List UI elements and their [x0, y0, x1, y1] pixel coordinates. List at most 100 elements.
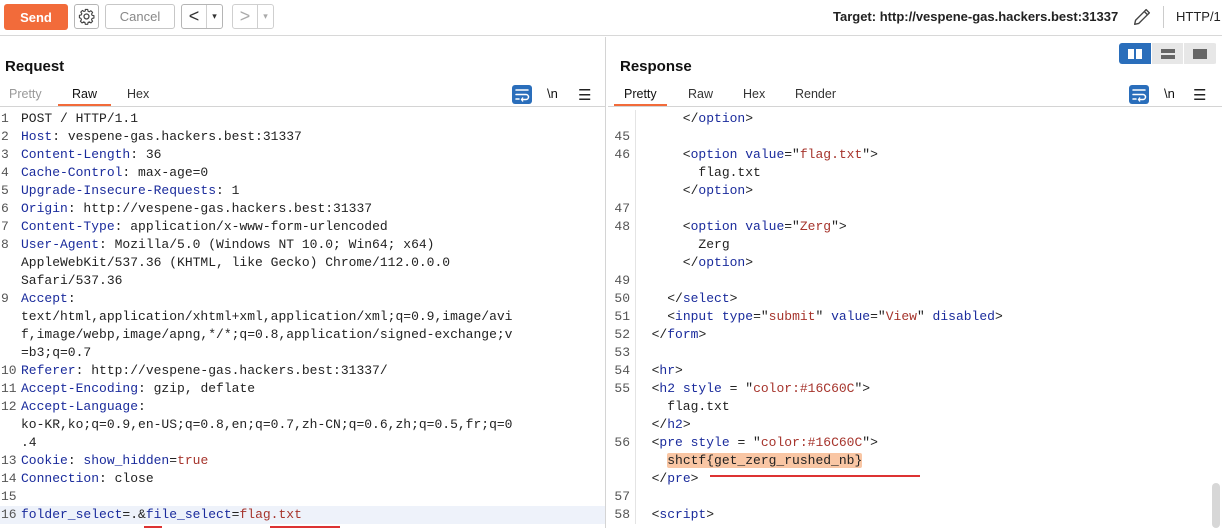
code-token: =" — [784, 147, 800, 162]
http-version-label[interactable]: HTTP/1 — [1176, 9, 1221, 24]
response-code-line: 48 <option value="Zerg"> — [608, 218, 1222, 236]
layout-side-by-side-button[interactable] — [1119, 43, 1151, 64]
line-text: Origin: http://vespene-gas.hackers.best:… — [15, 200, 372, 218]
request-menu-icon[interactable]: ☰ — [578, 87, 592, 104]
request-code-line: =b3;q=0.7 — [0, 344, 605, 362]
response-code-line: 47 — [608, 200, 1222, 218]
response-code-line: 58 <script> — [608, 506, 1222, 524]
code-token: Zerg — [799, 219, 832, 234]
code-token: value — [745, 219, 785, 234]
line-text: shctf{get_zerg_rushed_nb} — [636, 452, 863, 470]
flag-value-highlight: shctf{get_zerg_rushed_nb} — [667, 453, 863, 468]
code-token: disabled — [932, 309, 995, 324]
code-token: : — [67, 453, 84, 468]
code-token: > — [682, 417, 691, 432]
tab-response-pretty[interactable]: Pretty — [614, 87, 667, 106]
edit-target-pencil-icon[interactable] — [1131, 6, 1153, 28]
code-token: Referer — [21, 363, 76, 378]
code-token: < — [636, 363, 660, 378]
code-token: flag.txt — [636, 165, 761, 180]
request-code-line: f,image/webp,image/apng,*/*;q=0.8,applic… — [0, 326, 605, 344]
forward-button[interactable]: > — [239, 6, 251, 26]
line-number: 16 — [1, 507, 17, 522]
code-token: h2 — [659, 381, 676, 396]
line-number — [0, 272, 15, 290]
code-token: Zerg — [636, 237, 730, 252]
tab-response-raw[interactable]: Raw — [688, 87, 714, 101]
response-wrap-icon[interactable] — [1129, 85, 1149, 104]
response-menu-icon[interactable]: ☰ — [1193, 87, 1207, 104]
code-token: : max-age=0 — [122, 165, 209, 180]
back-button[interactable]: < — [188, 6, 200, 26]
code-token: Accept-Language — [21, 399, 139, 414]
line-number — [608, 254, 636, 272]
code-token: Content-Length — [21, 147, 131, 162]
request-code-line: .4 — [0, 434, 605, 452]
line-text: <h2 style = "color:#16C60C"> — [636, 380, 871, 398]
code-token: POST / HTTP/1.1 — [21, 111, 139, 126]
response-code-line: 57 — [608, 488, 1222, 506]
back-history-dropdown[interactable]: ▾ — [206, 5, 222, 28]
response-scrollbar[interactable] — [1212, 483, 1220, 528]
line-number: 13 — [1, 453, 17, 468]
tab-response-hex[interactable]: Hex — [743, 87, 766, 101]
send-button[interactable]: Send — [4, 4, 68, 30]
toolbar: Send Cancel < ▾ > ▾ Target: http://vespe… — [0, 0, 1222, 36]
line-text: </option> — [636, 254, 753, 272]
line-text: f,image/webp,image/apng,*/*;q=0.8,applic… — [15, 326, 512, 344]
line-text: Safari/537.36 — [15, 272, 122, 290]
tab-response-render[interactable]: Render — [795, 87, 836, 101]
line-text: Cookie: show_hidden=true — [15, 452, 208, 470]
code-token: AppleWebKit/537.36 (KHTML, like Gecko) C… — [21, 255, 451, 270]
layout-stacked-button[interactable] — [1151, 43, 1184, 64]
settings-button[interactable] — [74, 4, 99, 29]
code-token: : http://vespene-gas.hackers.best:31337 — [67, 201, 373, 216]
cancel-button[interactable]: Cancel — [105, 4, 175, 29]
response-newline-toggle[interactable]: \n — [1164, 86, 1175, 101]
line-number: 3 — [1, 147, 9, 162]
line-text: flag.txt — [636, 398, 729, 416]
line-number: 58 — [608, 506, 636, 524]
forward-history-dropdown[interactable]: ▾ — [257, 5, 273, 28]
line-text: <pre style = "color:#16C60C"> — [636, 434, 878, 452]
code-token: : http://vespene-gas.hackers.best:31337/ — [75, 363, 388, 378]
code-token: Content-Type — [21, 219, 115, 234]
response-code-line: 49 — [608, 272, 1222, 290]
target-label: Target: — [833, 9, 877, 24]
line-text: <option value="flag.txt"> — [636, 146, 878, 164]
line-number: 7 — [1, 219, 9, 234]
code-token: file_select — [145, 507, 232, 522]
tab-request-pretty[interactable]: Pretty — [9, 87, 42, 101]
code-token: Host — [21, 129, 53, 144]
code-token: =" — [753, 309, 769, 324]
layout-single-button[interactable] — [1184, 43, 1217, 64]
request-wrap-icon[interactable] — [512, 85, 532, 104]
code-token: option — [698, 183, 746, 198]
line-number — [0, 344, 15, 362]
line-number: 15 — [1, 489, 17, 504]
code-token: =.& — [122, 507, 146, 522]
code-token: : close — [99, 471, 154, 486]
request-newline-toggle[interactable]: \n — [547, 86, 558, 101]
code-token: = " — [729, 435, 761, 450]
code-token: =" — [784, 219, 800, 234]
line-number — [608, 236, 636, 254]
tab-request-hex[interactable]: Hex — [127, 87, 150, 101]
gear-icon — [78, 8, 95, 25]
code-token — [714, 309, 722, 324]
line-number: 49 — [608, 272, 636, 290]
response-code-line: 54 <hr> — [608, 362, 1222, 380]
line-text: Content-Type: application/x-www-form-url… — [15, 218, 388, 236]
line-text: =b3;q=0.7 — [15, 344, 91, 362]
line-number: 2 — [1, 129, 9, 144]
tab-request-raw[interactable]: Raw — [58, 87, 112, 106]
line-number — [0, 416, 15, 434]
